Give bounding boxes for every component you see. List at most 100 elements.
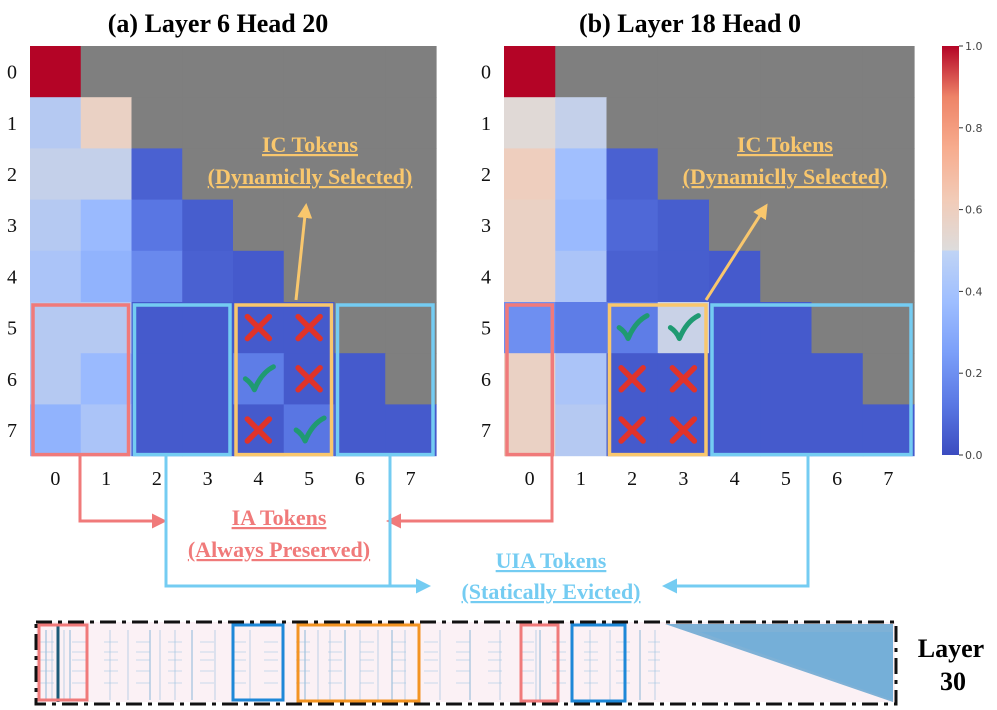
x-tick-b-2: 2 [627,468,637,490]
heatmap-cell-a-r7-c0 [30,404,82,457]
uia-label-line2: (Statically Evicted) [461,579,640,604]
x-tick-b-6: 6 [832,468,842,490]
heatmap-cell-a-r5-c1 [80,302,133,354]
heatmap-cell-b-r2-c3 [657,148,710,201]
heatmap-cell-b-r1-c1 [555,97,608,149]
heatmap-cell-b-r0-c2 [606,46,659,98]
x-tick-b-7: 7 [883,468,893,490]
heatmap-cell-a-r1-c0 [30,97,82,149]
y-tick-a-5: 5 [7,318,17,340]
heatmap-cell-a-r3-c3 [182,199,234,252]
heatmap-cell-b-r3-c5 [760,199,813,252]
heatmap-cell-b-r4-c7 [862,250,915,303]
heatmap-cell-b-r5-c1 [555,302,608,354]
heatmap-cell-b-r2-c5 [760,148,813,201]
heatmap-cell-b-r1-c7 [862,97,915,149]
heatmap-cell-b-r7-c7 [862,404,915,457]
cross-mark-a-0 [244,313,273,342]
y-tick-a-4: 4 [7,266,17,288]
uia-box-a-1 [335,303,435,457]
ia-connectors [78,455,554,529]
y-tick-a-0: 0 [7,62,17,84]
strip-triangle [665,624,893,702]
ic-annotation: IC Tokens (Dynamiclly Selected) IC Token… [208,132,887,301]
x-tick-a-5: 5 [304,468,314,490]
x-tick-b-3: 3 [678,468,688,490]
heatmap-cell-a-r6-c2 [131,353,183,405]
heatmap-cell-b-r2-c0 [504,148,556,201]
cross-mark-b-2 [618,365,646,393]
colorbar-tick-1: 0.2 [965,367,983,380]
y-tick-a-7: 7 [7,420,17,442]
heatmap-cell-b-r4-c6 [811,250,864,303]
heatmap-cell-a-r3-c6 [334,199,386,252]
heatmap-cell-b-r4-c0 [504,250,556,303]
heatmap-cell-b-r1-c5 [760,97,813,149]
colorbar-ticks: 0.00.20.40.60.81.0 [959,40,983,462]
heatmap-cell-b-r1-c6 [811,97,864,149]
ic-box-b [607,303,708,457]
heatmap-cell-b-r5-c0 [504,302,556,354]
cross-mark-b-5 [669,416,698,444]
heatmap-cell-a-r2-c2 [131,148,183,201]
colorbar: 0.00.20.40.60.81.0 [942,40,983,462]
heatmap-cell-a-r5-c2 [131,302,183,354]
heatmap-cell-b-r1-c2 [606,97,659,149]
heatmap-cell-b-r3-c3 [657,199,710,252]
heatmap-cell-b-r7-c5 [760,404,813,457]
heatmap-cell-a-r4-c3 [182,250,234,303]
panel-b-group-boxes [505,303,913,457]
heatmap-cell-a-r1-c1 [80,97,133,149]
y-tick-b-7: 7 [481,420,491,442]
x-tick-a-2: 2 [152,468,162,490]
cross-mark-a-1 [295,313,323,342]
heatmap-cell-b-r6-c6 [811,353,864,405]
heatmap-cell-b-r2-c1 [555,148,608,201]
heatmap-cell-b-r0-c0 [504,46,556,98]
strip-box-uia-2 [570,623,627,703]
heatmap-cell-a-r4-c6 [334,250,386,303]
y-tick-a-3: 3 [7,215,17,237]
heatmap-cell-a-r5-c6 [334,302,386,354]
cross-mark-b-3 [669,365,698,393]
ia-label-line2: (Always Preserved) [188,537,370,562]
heatmap-cell-a-r4-c7 [385,250,437,303]
check-mark-a-5 [293,415,327,444]
x-tick-a-4: 4 [253,468,263,490]
heatmap-cell-b-r2-c4 [709,148,761,201]
y-tick-b-0: 0 [481,62,491,84]
heatmap-cell-b-r0-c6 [811,46,864,98]
panel-b-title: (b) Layer 18 Head 0 [579,9,801,38]
heatmap-cell-a-r2-c3 [182,148,234,201]
heatmap-cell-a-r1-c4 [233,97,285,149]
heatmap-cell-a-r6-c3 [182,353,234,405]
heatmap-cell-a-r6-c6 [334,353,386,405]
heatmap-cell-b-r2-c6 [811,148,864,201]
layer-attention-strip: Layer 30 [34,620,984,706]
strip-label-line1: Layer [918,634,984,663]
heatmap-cell-a-r7-c3 [182,404,234,457]
y-tick-b-5: 5 [481,318,491,340]
colorbar-tick-4: 0.8 [965,122,983,135]
heatmap-cell-a-r3-c7 [385,199,437,252]
heatmap-cell-b-r2-c2 [606,148,659,201]
cross-mark-a-4 [244,416,273,444]
uia-connectors [164,455,810,594]
heatmap-cell-b-r6-c1 [555,353,608,405]
heatmap-cell-b-r7-c4 [709,404,761,457]
heatmap-cell-a-r0-c5 [283,46,336,98]
heatmap-cell-b-r3-c7 [862,199,915,252]
ia-arrow-right [386,455,554,529]
heatmap-cell-a-r0-c4 [233,46,285,98]
heatmap-cell-a-r1-c2 [131,97,183,149]
x-tick-a-7: 7 [406,468,416,490]
heatmap-cell-b-r6-c7 [862,353,915,405]
uia-arrow-right [662,455,810,594]
heatmap-cell-a-r4-c1 [80,250,133,303]
heatmap-cell-b-r1-c4 [709,97,761,149]
